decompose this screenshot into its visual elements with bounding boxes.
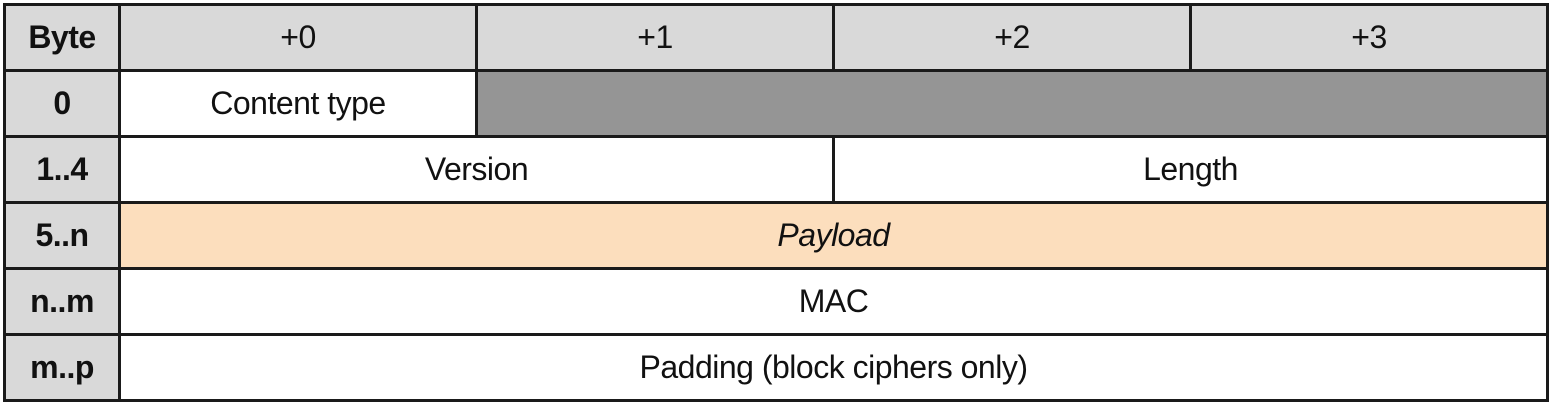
offset-header: +1 — [475, 3, 835, 72]
version-field: Version — [118, 135, 835, 204]
table-row: n..m MAC — [3, 267, 1549, 336]
byte-range-label: 0 — [3, 69, 121, 138]
offset-header: +2 — [832, 3, 1192, 72]
table-row: m..p Padding (block ciphers only) — [3, 333, 1549, 402]
payload-field: Payload — [118, 201, 1549, 270]
mac-field: MAC — [118, 267, 1549, 336]
header-row: Byte +0 +1 +2 +3 — [3, 3, 1549, 72]
table-row: 1..4 Version Length — [3, 135, 1549, 204]
byte-range-label: 1..4 — [3, 135, 121, 204]
table-row: 5..n Payload — [3, 201, 1549, 270]
content-type-field: Content type — [118, 69, 478, 138]
byte-column-header: Byte — [3, 3, 121, 72]
unused-bytes-block — [475, 69, 1549, 138]
offset-header: +0 — [118, 3, 478, 72]
byte-range-label: m..p — [3, 333, 121, 402]
table-row: 0 Content type — [3, 69, 1549, 138]
offset-header: +3 — [1189, 3, 1549, 72]
padding-field: Padding (block ciphers only) — [118, 333, 1549, 402]
byte-range-label: 5..n — [3, 201, 121, 270]
length-field: Length — [832, 135, 1549, 204]
record-layout-table: Byte +0 +1 +2 +3 0 Content type 1..4 Ver… — [3, 3, 1549, 402]
byte-range-label: n..m — [3, 267, 121, 336]
